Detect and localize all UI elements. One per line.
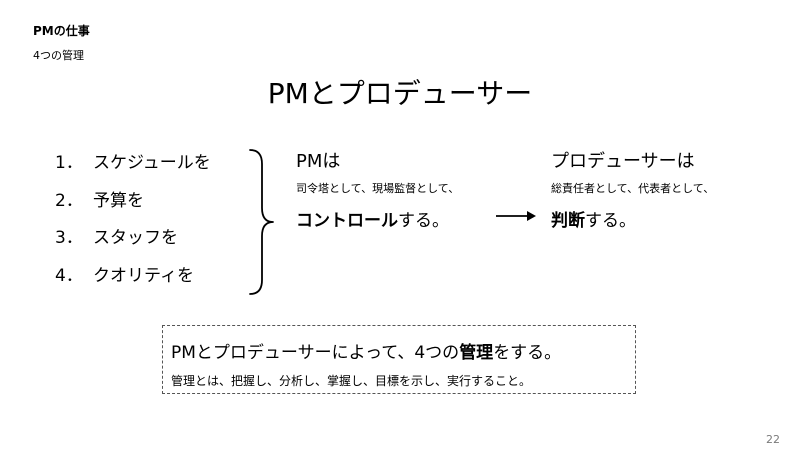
slide-section-subtitle: 4つの管理 — [33, 49, 84, 62]
list-item-number: 4． — [55, 265, 83, 286]
list-item: 3． スタッフを — [55, 227, 211, 265]
pm-action-keyword: コントロール — [296, 211, 398, 231]
list-item-text: 予算を — [93, 190, 144, 211]
right-arrow-icon — [496, 211, 536, 221]
pm-heading: PMは — [296, 151, 341, 172]
right-brace-icon — [249, 149, 274, 295]
list-item-number: 1． — [55, 153, 83, 173]
producer-roles: 総責任者として、代表者として、 — [551, 182, 715, 195]
summary-statement: PMとプロデューサーによって、4つの管理をする。 — [171, 338, 561, 363]
summary-statement-pre: PMとプロデューサーによって、4つの — [171, 343, 460, 363]
list-item-number: 3． — [55, 228, 83, 248]
slide-title: PMとプロデューサー — [267, 77, 533, 110]
pm-action-suffix: する。 — [398, 211, 449, 231]
list-item-text: クオリティを — [93, 265, 194, 286]
page-number: 22 — [766, 433, 780, 446]
summary-definition: 管理とは、把握し、分析し、掌握し、目標を示し、実行すること。 — [171, 374, 532, 388]
list-item-text: スケジュールを — [93, 153, 211, 173]
pm-roles: 司令塔として、現場監督として、 — [296, 182, 460, 195]
list-item: 1． スケジュールを — [55, 152, 211, 190]
list-item: 2． 予算を — [55, 190, 211, 228]
list-item-number: 2． — [55, 190, 83, 211]
summary-statement-post: をする。 — [493, 343, 562, 363]
list-item: 4． クオリティを — [55, 265, 211, 303]
summary-box — [162, 325, 636, 394]
producer-action-keyword: 判断 — [551, 211, 585, 231]
slide-section-title: PMの仕事 — [33, 24, 90, 38]
producer-heading: プロデューサーは — [551, 151, 695, 172]
producer-action-suffix: する。 — [585, 211, 636, 231]
management-list: 1． スケジュールを 2． 予算を 3． スタッフを 4． クオリティを — [55, 152, 211, 302]
list-item-text: スタッフを — [93, 228, 178, 248]
summary-statement-keyword: 管理 — [459, 343, 494, 363]
producer-action: 判断する。 — [551, 206, 636, 231]
pm-action: コントロールする。 — [296, 206, 449, 231]
